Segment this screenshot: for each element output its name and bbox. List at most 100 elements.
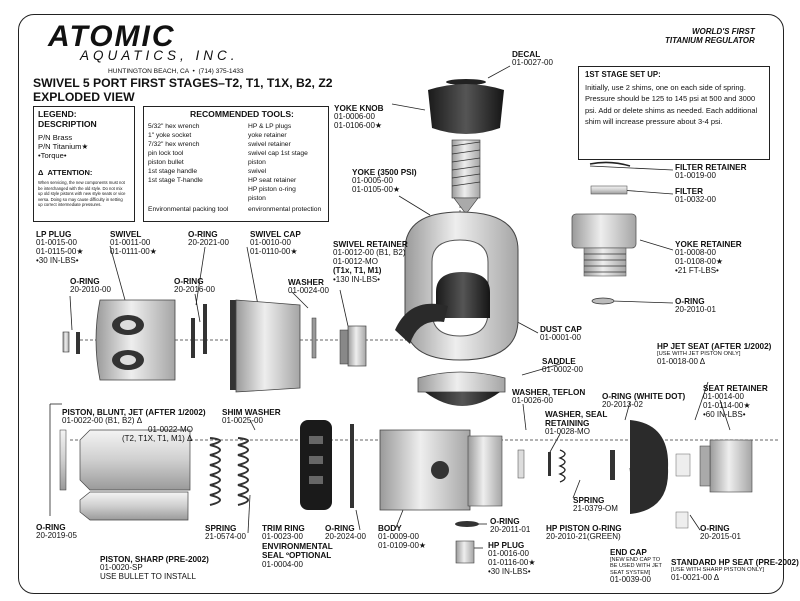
part-name: YOKE RETAINER [675,240,742,249]
part-number: 20-2019-05 [36,531,77,541]
tagline-line-1: WORLD'S FIRST [691,27,755,36]
part-number: 20-2016-00 [174,285,215,295]
part-name: HP JET SEAT (AFTER 1/2002) [657,342,772,351]
title-line-1: SWIVEL 5 PORT FIRST STAGES–T2, T1, T1X, … [33,76,333,90]
part-name: HP PISTON O-RING [546,524,622,533]
title-line-2: EXPLODED VIEW [33,89,135,104]
part-name: SADDLE [542,357,576,366]
part-note: [NEW END CAP TO [610,557,661,564]
part-torque: •130 IN-LBS• [333,275,380,285]
part-name: O-RING [325,524,355,533]
part-number: 01-0028-MO [545,427,590,437]
part-name-2: RETAINING [545,419,590,429]
tools-row: pin lock tool swivel cap 1st stage [148,149,326,158]
leader-lines [49,65,731,549]
tool-use: swivel [248,168,267,175]
part-number-env: 01-0004-00 [262,559,303,569]
part-number: 01-0022-00 (B1, B2) Δ [62,416,143,426]
brand-logo-top: ATOMIC [48,20,176,53]
label-std-hp-seat: STANDARD HP SEAT (PRE-2002)[USE WITH SHA… [671,558,799,583]
part-name: SHIM WASHER [222,408,281,417]
part-name: SEAT RETAINER [703,384,768,393]
part-models: (T2, T1X, T1, M1) Δ [122,434,193,444]
part-number: 01-0027-00 [512,58,553,68]
legend-brass: P/N Brass [38,133,73,142]
yoke-knob-shape [428,84,504,215]
part-name: BODY [378,524,402,533]
part-name: WASHER, SEAL [545,410,608,419]
part-name: O-RING (WHITE DOT) [602,392,686,401]
part-torque: •60 IN-LBS• [703,410,746,420]
attention-line-3: up old style pistons with new style seat… [38,191,126,197]
part-name: YOKE (3500 PSI) [352,168,417,177]
part-number: 20-2013-02 [602,400,643,410]
part-number: 01-0015-00 [36,238,77,248]
swivel-assembly-shapes [62,299,367,393]
part-note: SEAT SYSTEM] [610,569,651,576]
tool-use: swivel cap 1st stage [248,150,308,157]
part-models: (T1x, T1, M1) [333,266,382,276]
part-name: SWIVEL [110,230,142,239]
part-number: 01-0025-00 [222,416,263,426]
tool-use: piston [248,195,266,202]
part-name: SWIVEL RETAINER [333,240,408,249]
filter-shape [590,185,628,195]
setup-box: 1ST STAGE SET UP: Initially, use 2 shims… [578,66,770,160]
part-number: 01-0115-00★ [36,247,84,257]
part-note: BE USED WITH JET [610,563,662,570]
tool-use: swivel retainer [248,141,291,148]
legend-heading: LEGEND:DESCRIPTION [38,109,97,129]
part-name: HP PLUG [488,541,525,550]
part-number: 01-0026-00 [512,396,553,406]
attention-line-2: be interchanged with the old style. Do n… [38,185,123,191]
part-note: [USE WITH JET PISTON ONLY] [657,351,741,358]
part-number: 20-2010-01 [675,305,716,315]
tool-use: yoke retainer [248,132,287,139]
part-number: 01-0108-00★ [675,257,724,267]
part-number: 01-0023-00 [262,532,303,542]
legend-heading-2: DESCRIPTION [38,118,97,129]
part-name: FILTER [675,187,704,196]
tool-name: pin lock tool [148,150,184,157]
attention-body: When servicing, the new components must … [38,180,126,208]
part-number: 01-0002-00 [542,365,583,375]
part-number: 01-0111-00★ [110,247,157,257]
part-name: PISTON, BLUNT, JET (AFTER 1/2002) [62,408,206,417]
tool-name: piston bullet [148,159,184,166]
tools-heading: RECOMMENDED TOOLS: [190,109,294,119]
main-body-assembly-shapes [59,420,753,564]
part-number: 01-0006-00 [334,112,375,122]
part-name-env: ENVIRONMENTAL [262,542,333,552]
tool-use: HP & LP plugs [248,123,292,130]
setup-heading: 1ST STAGE SET UP: [585,70,661,79]
part-number: 20-2015-01 [700,532,741,542]
legend-titanium: P/N Titanium★ [38,142,89,151]
part-name: O-RING [490,517,520,526]
part-torque: •30 IN-LBS• [488,567,531,577]
part-number: 01-0012-MO [333,257,378,267]
part-name: STANDARD HP SEAT (PRE-2002) [671,558,799,567]
part-name: WASHER [288,278,324,287]
part-number: 01-0001-00 [540,333,581,343]
legend-heading-1: LEGEND: [38,109,77,119]
